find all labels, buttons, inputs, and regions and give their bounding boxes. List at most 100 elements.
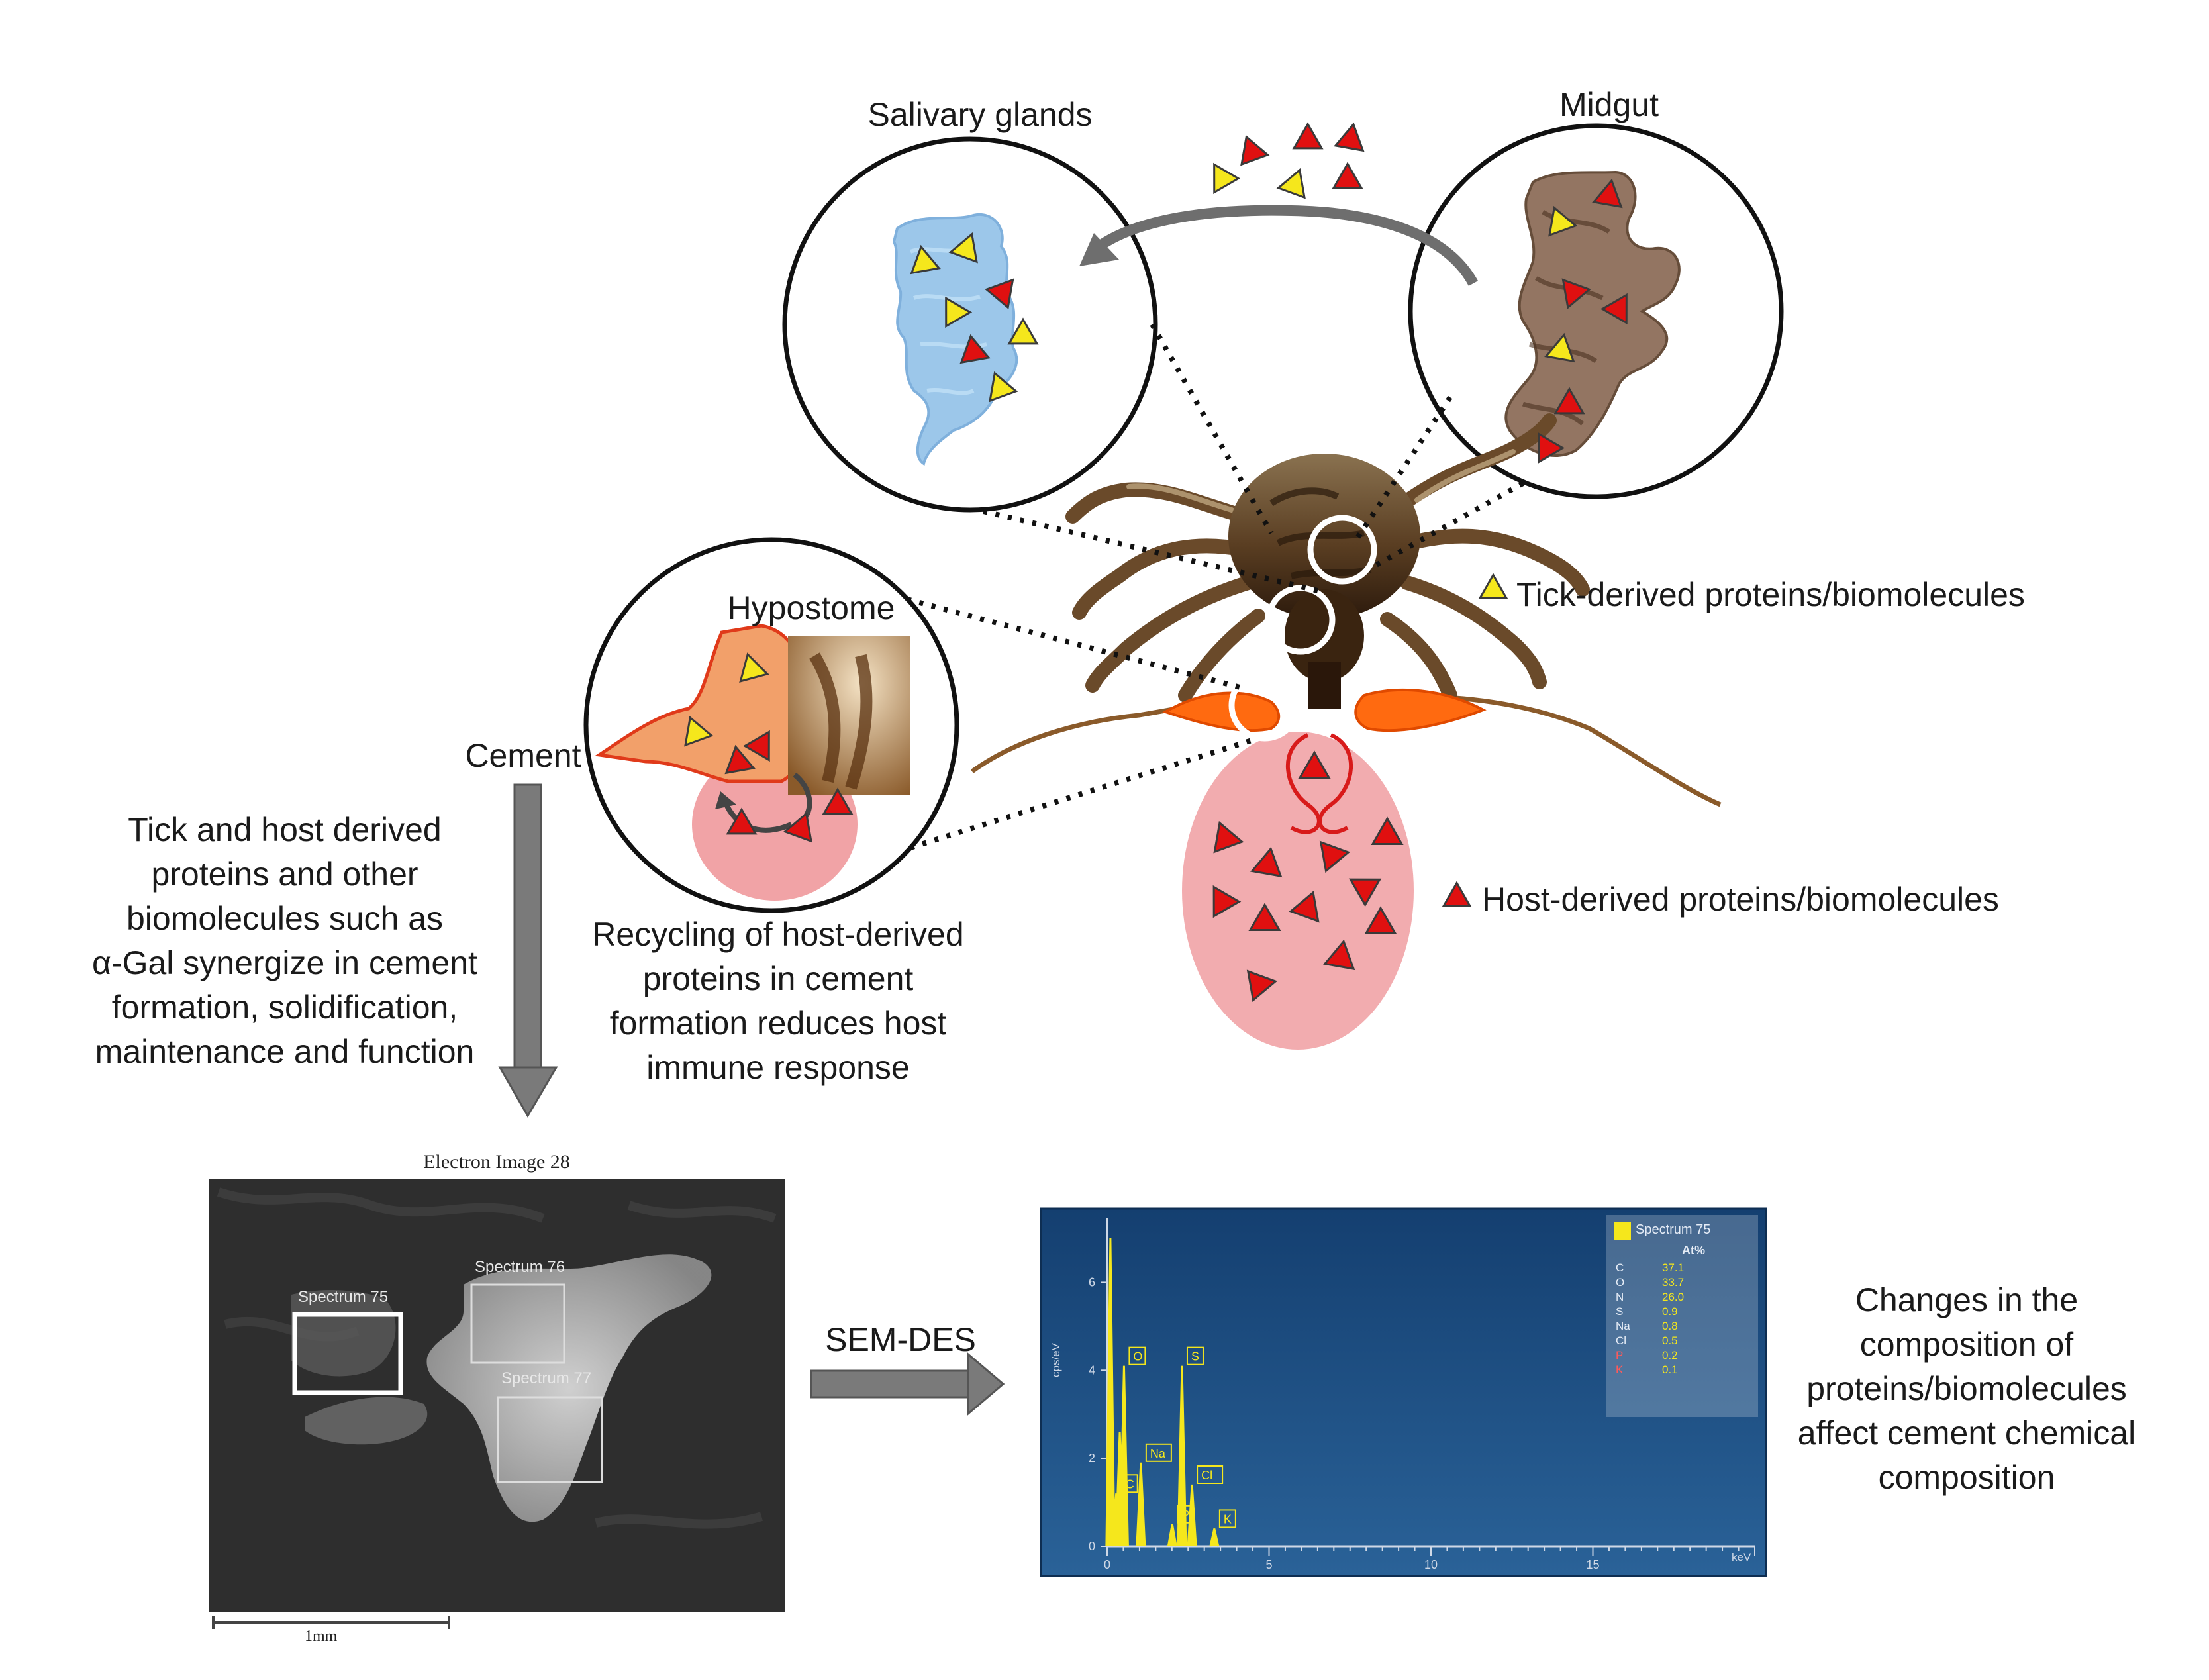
host-derived-marker xyxy=(1322,939,1355,971)
host-derived-marker xyxy=(1371,816,1404,846)
eds-peak-label-box xyxy=(1186,1346,1204,1365)
host-derived-marker xyxy=(822,787,854,815)
eds-element-value: 0.5 xyxy=(1662,1334,1678,1347)
eds-y-label: cps/eV xyxy=(1050,1343,1062,1377)
eds-peak-label: K xyxy=(1224,1512,1232,1526)
midgut-label: Midgut xyxy=(1559,86,1659,123)
cement-text-line: Tick and host derived xyxy=(128,811,442,848)
electron-image-panel xyxy=(209,1179,785,1629)
eds-x-tick-label: 10 xyxy=(1424,1558,1438,1571)
tick-derived-marker xyxy=(1007,317,1039,345)
eds-peak-label: S xyxy=(1191,1350,1199,1363)
eds-x-tick-label: 5 xyxy=(1265,1558,1272,1571)
eds-y-tick-label: 2 xyxy=(1089,1452,1095,1465)
tick-derived-marker xyxy=(910,244,941,275)
host-derived-marker xyxy=(1289,890,1320,923)
eds-peak-label: C xyxy=(1126,1477,1134,1491)
eds-element-symbol: N xyxy=(1616,1291,1624,1303)
changes-text-line: proteins/biomolecules xyxy=(1806,1370,2127,1407)
host-derived-marker xyxy=(1248,903,1281,932)
host-derived-marker xyxy=(1332,162,1363,189)
transfer-arrow xyxy=(1079,205,1479,286)
tick-derived-marker xyxy=(739,652,769,683)
host-derived-marker xyxy=(783,811,812,843)
changes-text-line: composition xyxy=(1878,1459,2055,1496)
tick-legend-marker xyxy=(1478,573,1508,599)
eds-peak-label-box xyxy=(1218,1509,1236,1528)
eds-legend-box xyxy=(1606,1215,1758,1417)
spectrum-77-label: Spectrum 77 xyxy=(501,1369,592,1387)
spectrum-75-box xyxy=(292,1312,403,1395)
host-derived-marker xyxy=(959,334,991,364)
eds-spectrum-trace xyxy=(1105,1238,1220,1547)
host-derived-marker xyxy=(724,744,756,775)
midgut-image xyxy=(1504,170,1681,457)
eds-peak-label-box xyxy=(1128,1346,1146,1365)
host-derived-legend: Host-derived proteins/biomolecules xyxy=(1482,881,1999,918)
eds-peak-label-box xyxy=(1177,1505,1195,1524)
tick-derived-marker xyxy=(1276,168,1306,199)
recycling-text-line: Recycling of host-derived xyxy=(592,916,964,953)
changes-text-line: Changes in the xyxy=(1855,1281,2079,1318)
host-derived-marker xyxy=(1213,820,1244,854)
dotted-connectors xyxy=(906,323,1524,850)
host-derived-marker xyxy=(1319,840,1351,873)
eds-element-value: 0.2 xyxy=(1662,1349,1678,1361)
host-derived-marker xyxy=(1250,846,1283,878)
eds-element-value: 26.0 xyxy=(1662,1291,1685,1303)
host-derived-marker xyxy=(1592,178,1623,209)
eds-x-tick-label: 0 xyxy=(1104,1558,1110,1571)
eds-legend-title: Spectrum 75 xyxy=(1636,1222,1711,1237)
eds-element-value: 33.7 xyxy=(1662,1276,1685,1289)
host-derived-marker xyxy=(1364,906,1397,935)
salivary-glands-label: Salivary glands xyxy=(867,96,1093,133)
eds-legend-col-header: At% xyxy=(1682,1244,1705,1257)
tick-derived-marker xyxy=(989,371,1018,403)
host-derived-marker xyxy=(1212,885,1242,918)
eds-element-value: 0.1 xyxy=(1662,1363,1678,1376)
eds-y-tick-label: 4 xyxy=(1089,1363,1095,1377)
recycling-text-line: formation reduces host xyxy=(609,1005,947,1042)
host-derived-marker xyxy=(1334,122,1365,152)
eds-y-tick-label: 6 xyxy=(1089,1275,1095,1289)
tick-illustration xyxy=(970,413,1722,1050)
hypostome-label: Hypostome xyxy=(727,589,895,626)
eds-x-tick-label: 15 xyxy=(1586,1558,1599,1571)
midgut-circle xyxy=(1408,123,1784,499)
cement-label: Cement xyxy=(465,737,581,774)
tick-derived-marker xyxy=(1548,205,1578,237)
eds-element-symbol: Na xyxy=(1616,1320,1630,1332)
eds-peak-label-box xyxy=(1145,1443,1172,1462)
tick-derived-marker xyxy=(1213,162,1241,195)
eds-element-value: 0.9 xyxy=(1662,1305,1678,1318)
tick-derived-marker xyxy=(945,296,973,328)
cement-text-line: α-Gal synergize in cement xyxy=(92,944,477,981)
scale-bar-label: 1mm xyxy=(305,1628,338,1645)
eds-x-unit: keV xyxy=(1732,1551,1751,1563)
hypostome-circle xyxy=(583,537,959,913)
host-derived-marker xyxy=(1538,432,1565,464)
hypostome-photo xyxy=(788,636,910,795)
spectrum-77-box xyxy=(497,1396,603,1483)
host-derived-marker xyxy=(1246,969,1278,1003)
changes-text-line: affect cement chemical xyxy=(1797,1414,2136,1452)
tick-derived-legend: Tick-derived proteins/biomolecules xyxy=(1516,576,2025,613)
host-derived-marker xyxy=(1298,750,1331,779)
recycling-text-line: immune response xyxy=(646,1049,910,1086)
eds-peak-label: Cl xyxy=(1201,1469,1212,1482)
eds-element-symbol: C xyxy=(1616,1261,1624,1274)
cement-text-line: maintenance and function xyxy=(95,1033,475,1070)
salivary-glands-circle xyxy=(782,136,1158,513)
recycling-description: Recycling of host-derived proteins in ce… xyxy=(560,913,997,1090)
eds-legend-row: N 26.0 xyxy=(1616,1291,1748,1305)
